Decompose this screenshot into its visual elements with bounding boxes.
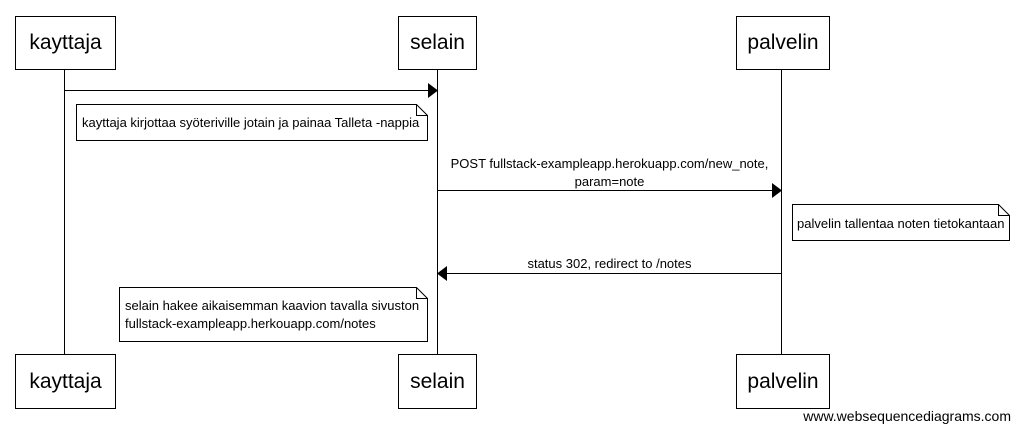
actor-selain-top: selain [398, 16, 477, 70]
actor-kayttaja-top: kayttaja [15, 16, 116, 70]
note-text-3-line1: selain hakee aikaisemman kaavion tavalla… [125, 298, 420, 313]
message-post-label-line2: param=note [574, 174, 645, 189]
actor-selain-bottom: selain [398, 354, 477, 409]
note-text-2: palvelin tallentaa noten tietokantaan [797, 216, 1005, 231]
message-redirect-label: status 302, redirect to /notes [527, 256, 692, 271]
actor-palvelin-bottom: palvelin [736, 354, 830, 409]
actor-kayttaja-bottom: kayttaja [15, 354, 116, 409]
note-text-1: kayttaja kirjottaa syöteriville jotain j… [82, 115, 420, 130]
note-text-3-line2: fullstack-exampleapp.herkouapp.com/notes [125, 316, 376, 331]
watermark: www.websequencediagrams.com [803, 408, 1011, 424]
arrow-selain-to-palvelin [437, 183, 782, 198]
arrow-kayttaja-to-selain [64, 83, 438, 98]
note-shape-1 [76, 104, 428, 141]
note-shape-2 [792, 204, 1010, 241]
note-shape-3 [119, 287, 428, 342]
message-post-label-line1: POST fullstack-exampleapp.herokuapp.com/… [450, 156, 769, 171]
actor-palvelin-top: palvelin [736, 16, 830, 70]
arrow-palvelin-to-selain [437, 266, 781, 281]
